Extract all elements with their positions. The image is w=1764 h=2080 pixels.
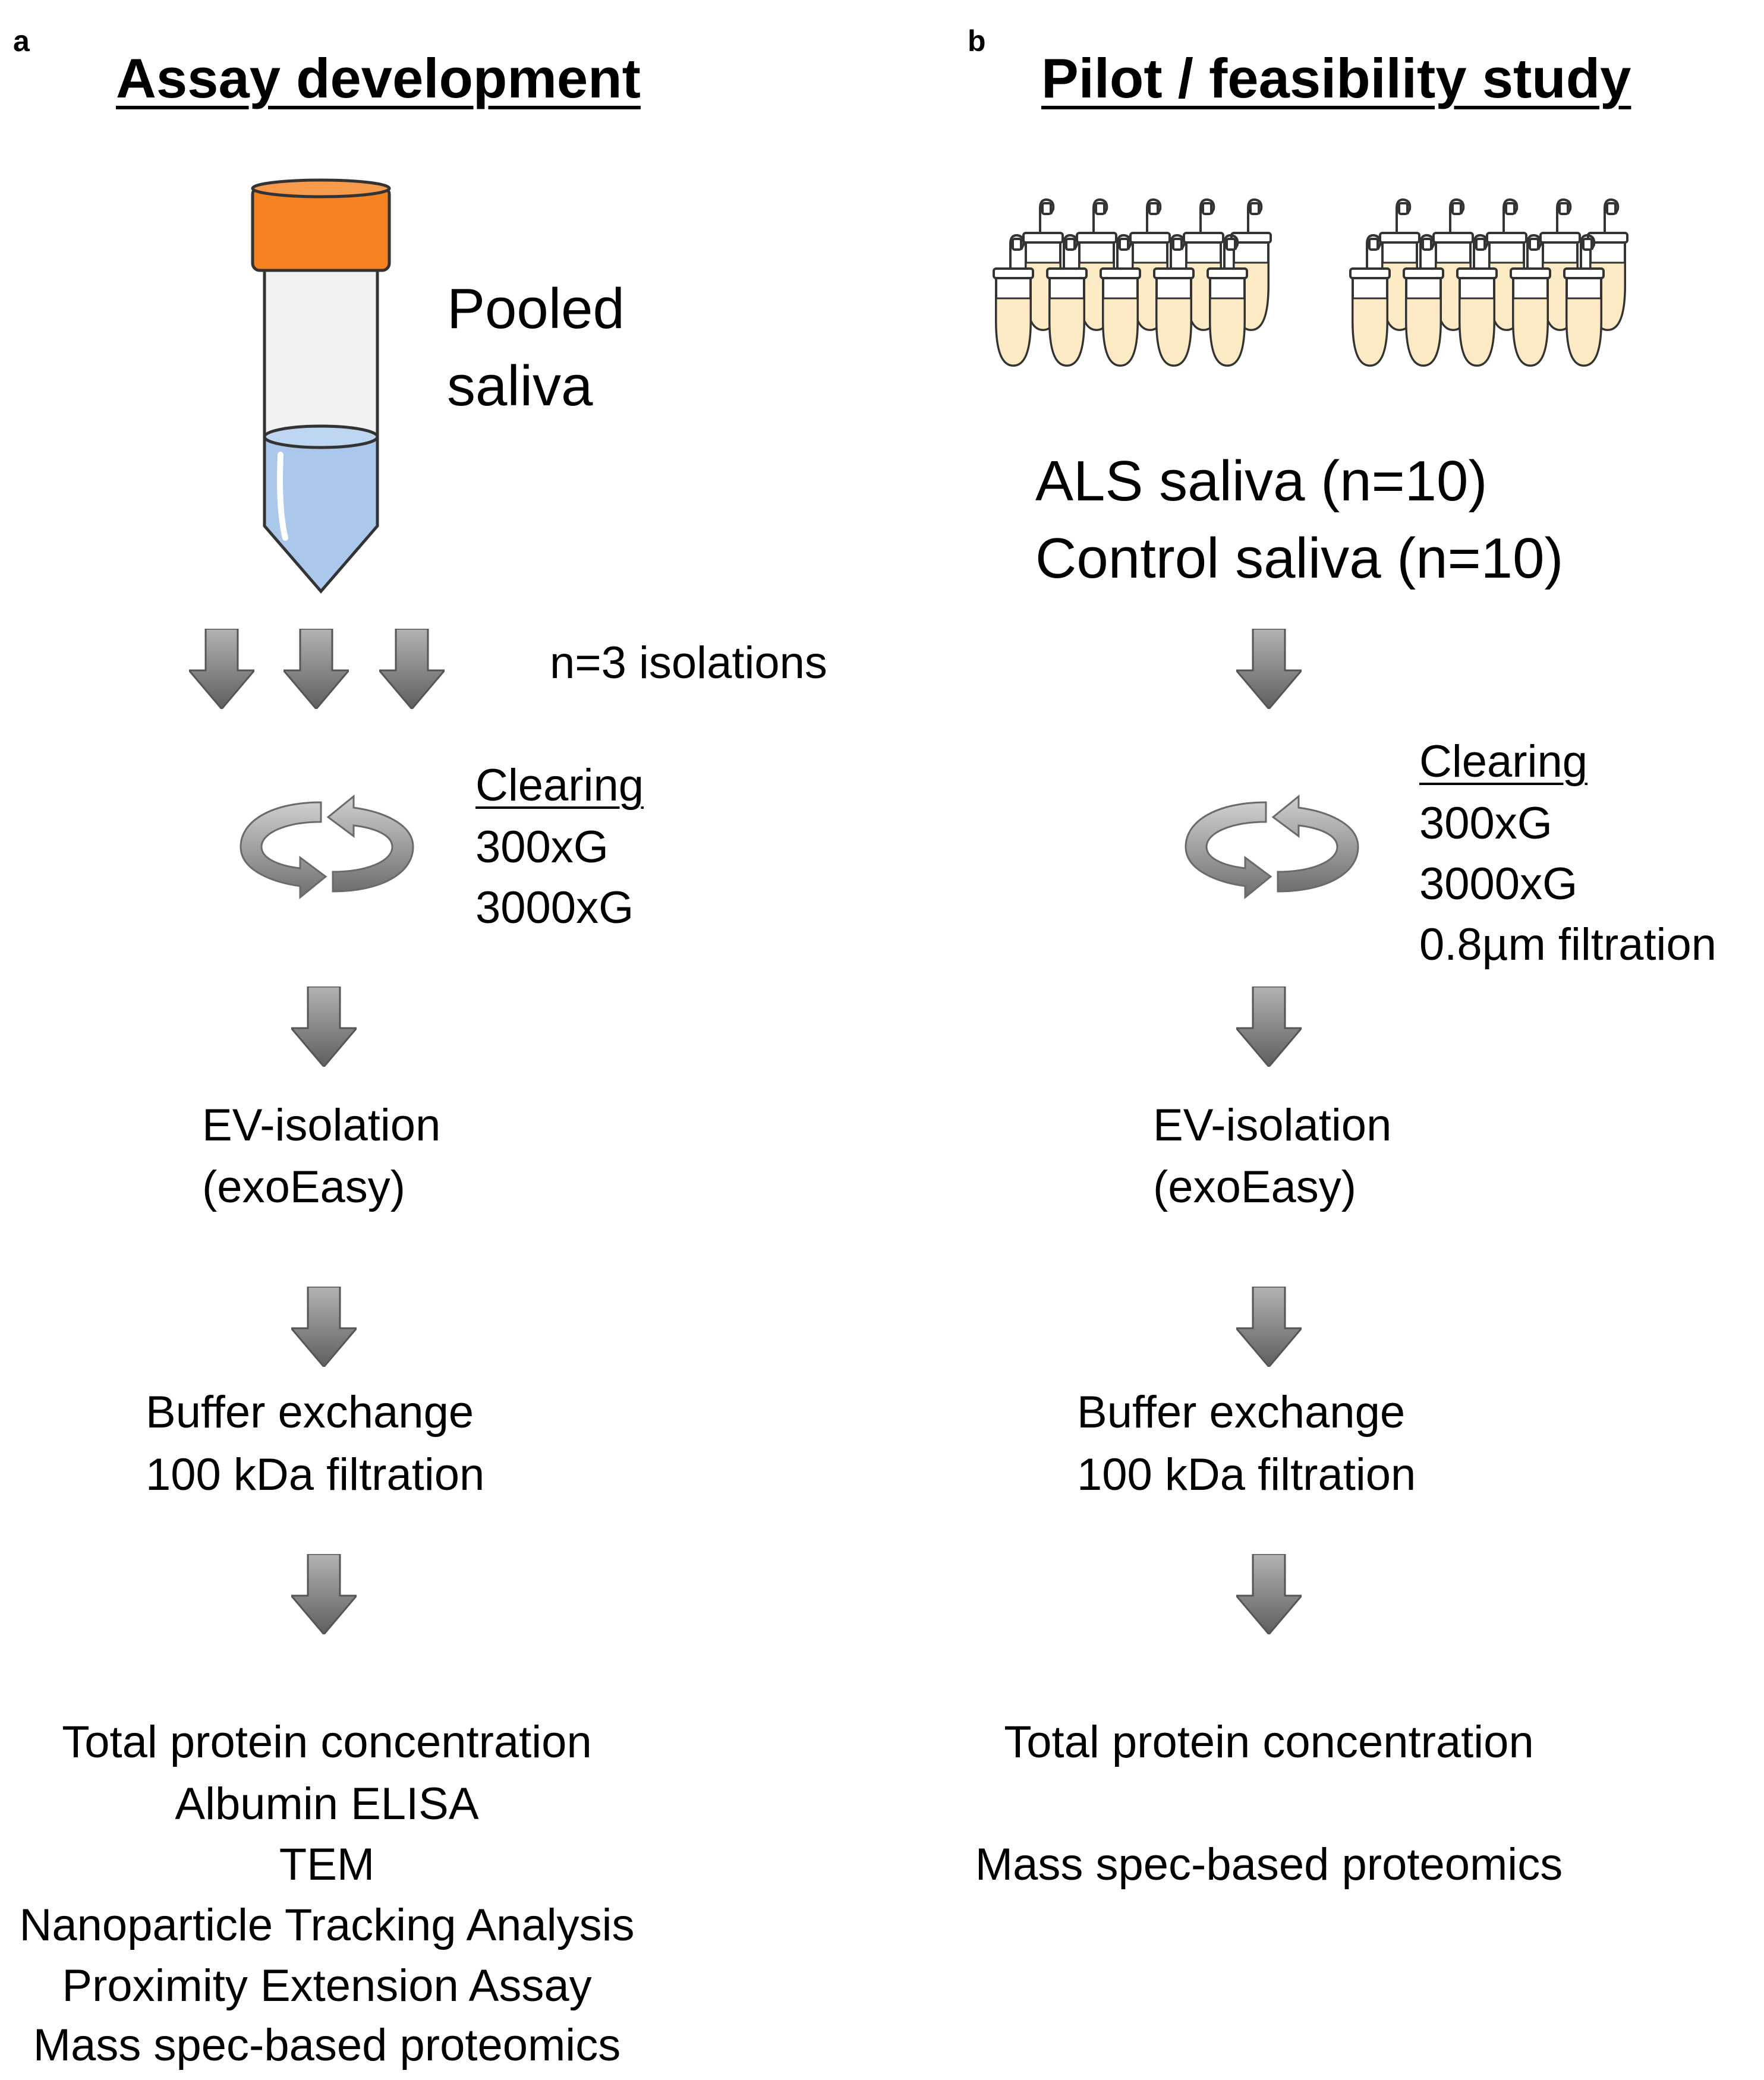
analysis-a-3: TEM (279, 1839, 375, 1890)
down-arrow-icon (1236, 1554, 1302, 1634)
pooled-saliva-line1: Pooled (447, 277, 625, 341)
ev-isolation-b-line1: EV-isolation (1153, 1100, 1392, 1151)
buffer-exchange-a-line2: 100 kDa filtration (146, 1449, 485, 1500)
analysis-b-2: Mass spec-based proteomics (975, 1839, 1563, 1890)
ev-isolation-a-line2: (exoEasy) (202, 1162, 406, 1212)
microtube-rack-icon (993, 196, 1278, 386)
ev-isolation-b-line2: (exoEasy) (1153, 1162, 1357, 1212)
panel-a-letter: a (13, 24, 30, 58)
down-arrow-icon (291, 987, 357, 1067)
cohort-als: ALS saliva (n=10) (1035, 449, 1488, 513)
clearing-header-b: Clearing (1419, 736, 1588, 787)
down-arrow-icon (284, 629, 349, 709)
isolations-label: n=3 isolations (550, 638, 827, 688)
clearing-step-a-1: 300xG (475, 822, 609, 872)
analysis-a-5: Proximity Extension Assay (62, 1961, 592, 2011)
clearing-step-b-2: 3000xG (1419, 859, 1578, 909)
ev-isolation-a-line1: EV-isolation (202, 1100, 441, 1151)
panel-a-title: Assay development (116, 47, 641, 109)
panel-b-title: Pilot / feasibility study (1041, 47, 1631, 109)
pooled-saliva-line2: saliva (447, 354, 593, 418)
analysis-a-2: Albumin ELISA (175, 1779, 479, 1829)
analysis-a-4: Nanoparticle Tracking Analysis (19, 1900, 635, 1950)
recycle-arrows-icon (1183, 787, 1361, 906)
clearing-header-a: Clearing (475, 760, 644, 811)
down-arrow-icon (379, 629, 445, 709)
buffer-exchange-b-line2: 100 kDa filtration (1077, 1449, 1416, 1500)
clearing-step-a-2: 3000xG (475, 883, 634, 933)
buffer-exchange-b-line1: Buffer exchange (1077, 1387, 1406, 1438)
down-arrow-icon (1236, 1287, 1302, 1367)
buffer-exchange-a-line1: Buffer exchange (146, 1387, 474, 1438)
down-arrow-icon (1236, 987, 1302, 1067)
down-arrow-icon (189, 629, 254, 709)
analysis-b-1: Total protein concentration (1004, 1717, 1534, 1767)
panel-b-letter: b (968, 24, 986, 58)
down-arrow-icon (291, 1287, 357, 1367)
clearing-step-b-1: 300xG (1419, 798, 1552, 849)
microtube-rack-icon (1349, 196, 1634, 386)
clearing-step-b-3: 0.8µm filtration (1419, 919, 1716, 970)
analysis-a-6: Mass spec-based proteomics (33, 2020, 621, 2070)
down-arrow-icon (291, 1554, 357, 1634)
analysis-a-1: Total protein concentration (62, 1717, 592, 1767)
conical-tube-icon (251, 178, 391, 594)
down-arrow-icon (1236, 629, 1302, 709)
cohort-control: Control saliva (n=10) (1035, 527, 1564, 590)
recycle-arrows-icon (238, 787, 416, 906)
